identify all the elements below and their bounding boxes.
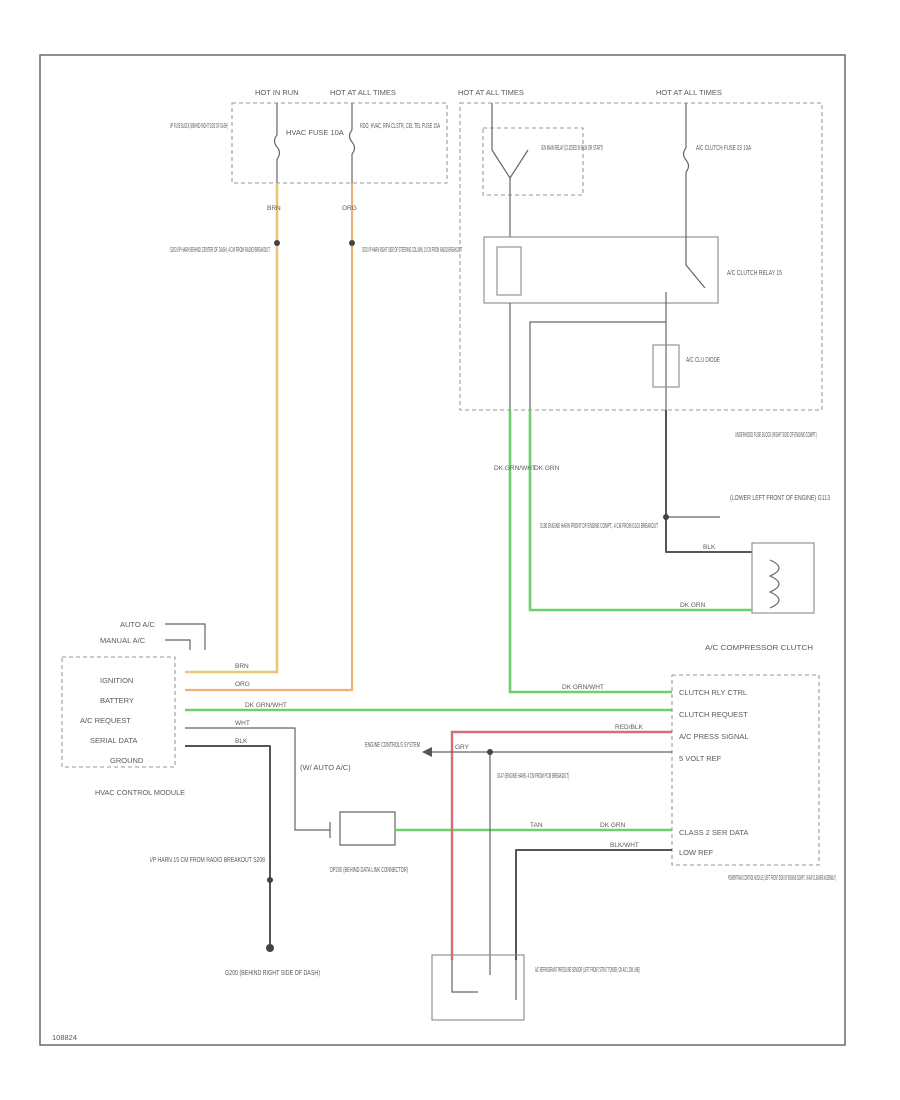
ac-relay-coil (496, 246, 522, 296)
hvac-pin-battery: BATTERY (100, 696, 134, 705)
wire-label-blk-wht: BLK/WHT (610, 842, 639, 849)
g200-ground (266, 944, 274, 952)
wire-brn-ignition (185, 183, 279, 674)
pcm-pin-low-ref: LOW REF (679, 848, 714, 857)
auto-ac-bracket (165, 623, 206, 650)
wire-label-dk-grn-wht-pcm: DK GRN/WHT (562, 684, 604, 691)
ip-fuse-block-outline (231, 102, 448, 184)
wire-wht-serial-data (185, 727, 330, 831)
s147-splice (487, 749, 493, 755)
compressor-clutch-coil (768, 559, 780, 609)
wire-label-dk-grn-wht-vert: DK GRN/WHT (494, 465, 536, 472)
auto-ac-label: AUTO A/C (120, 620, 155, 629)
compressor-clutch-label: A/C COMPRESSOR CLUTCH (705, 643, 813, 652)
pressure-sensor-symbol (451, 960, 517, 1000)
pcm-pin-class2-ser-data: CLASS 2 SER DATA (679, 828, 748, 837)
pcm-pin-clutch-request: CLUTCH REQUEST (679, 710, 748, 719)
s208-splice (267, 877, 273, 883)
wire-dk-grn-clutch-feed (528, 410, 752, 612)
wire-label-wht: WHT (235, 720, 250, 727)
s100-label: S100 ENGINE HARN FRONT OF ENGINE COMPT.,… (540, 521, 658, 530)
diode-loop (529, 321, 666, 410)
radio-fuse-label: RDO, HVAC, RFA CLSTR, CEL TEL FUSE 15A (360, 121, 440, 130)
hot-at-all-times-label-2: HOT AT ALL TIMES (458, 88, 524, 97)
wire-label-gry: GRY (455, 744, 470, 751)
wire-label-brn-top: BRN (267, 205, 281, 212)
hvac-module-label: HVAC CONTROL MODULE (95, 788, 185, 797)
s202-label: S202 I/P HARN RIGHT SIDE OF STEERING COL… (362, 245, 462, 254)
manual-ac-bracket (165, 639, 191, 650)
radio-fuse-symbol (348, 129, 356, 155)
engine-controls-label: ENGINE CONTROLS SYSTEM (365, 740, 420, 749)
ip-fuse-block-label: I/P FUSE BLOCK (BEHIND RIGHT SIDE OF DAS… (170, 121, 228, 130)
wire-blk-hvac-ground (185, 745, 271, 948)
wire-blk-wht-low-ref (515, 849, 672, 960)
wire-label-dk-grn-class2: DK GRN (600, 822, 626, 829)
footer-code: 108824 (52, 1033, 77, 1042)
s203-label: S203 I/P HARN BEHIND CENTER OF DASH, 4 C… (170, 245, 270, 254)
wire-label-red-blk: RED/BLK (615, 724, 643, 731)
ign-relay-switch (491, 149, 529, 179)
hvac-fuse-symbol (273, 134, 281, 160)
hvac-module-outline (61, 656, 176, 768)
g113-label: (LOWER LEFT FRONT OF ENGINE) G113 (730, 493, 830, 502)
pressure-sensor-box (431, 954, 525, 1021)
s202-splice (349, 240, 355, 246)
auto-ac-note: (W/ AUTO A/C) (300, 763, 351, 772)
wire-dk-grn-wht-relay-ctrl (508, 410, 672, 694)
ac-relay-switch (685, 237, 706, 289)
wire-red-blk-press-signal (450, 730, 672, 960)
compressor-clutch-box (751, 542, 815, 614)
ac-clutch-relay-label: A/C CLUTCH RELAY 15 (727, 268, 782, 277)
dlc-label: DP200 (BEHIND DATA LINK CONNECTOR) (330, 865, 408, 874)
ac-clutch-fuse-symbol (682, 147, 690, 173)
s147-label: S147 (ENGINE HARN, 4 CM FROM PCM BREAKOU… (497, 771, 569, 780)
wire-label-dk-grn-wht-hvac: DK GRN/WHT (245, 702, 287, 709)
wire-blk-ground-g113 (665, 410, 752, 553)
underhood-fuse-block-outline (459, 102, 823, 411)
wire-label-tan: TAN (530, 822, 543, 829)
hvac-pin-ignition: IGNITION (100, 676, 133, 685)
hvac-fuse-label: HVAC FUSE 10A (286, 128, 344, 137)
pcm-pin-5-volt-ref: 5 VOLT REF (679, 754, 722, 763)
ac-clu-diode-symbol (652, 344, 680, 388)
wire-label-dk-grn-vert: DK GRN (534, 465, 560, 472)
hvac-pin-ground: GROUND (110, 756, 144, 765)
wire-label-dk-grn-clutch: DK GRN (680, 602, 706, 609)
s203-splice (274, 240, 280, 246)
pressure-sensor-label: A/C REFRIGERANT PRESSURE SENSOR (LEFT FR… (535, 965, 640, 974)
wire-label-blk-hvac: BLK (235, 738, 248, 745)
wire-org-battery (185, 183, 354, 692)
pcm-pin-ac-press-signal: A/C PRESS SIGNAL (679, 732, 749, 741)
ign-relay-outline (482, 127, 584, 196)
hot-in-run-label: HOT IN RUN (255, 88, 299, 97)
s208-label: I/P HARN 15 CM FROM RADIO BREAKOUT S208 (150, 855, 265, 864)
g113-splice (663, 514, 669, 520)
g200-label: G200 (BEHIND RIGHT SIDE OF DASH) (225, 968, 320, 977)
hvac-pin-serial-data: SERIAL DATA (90, 736, 137, 745)
wire-label-blk-g113: BLK (703, 544, 716, 551)
ac-clu-diode-label: A/C CLU DIODE (686, 355, 720, 364)
ac-clutch-relay-outline (483, 236, 719, 304)
underhood-fuse-block-label: UNDERHOOD FUSE BLOCK (RIGHT SIDE OF ENGI… (735, 430, 817, 439)
wire-label-org: ORG (235, 681, 250, 688)
wire-label-brn: BRN (235, 663, 249, 670)
manual-ac-label: MANUAL A/C (100, 636, 146, 645)
pcm-pin-clutch-rly-ctrl: CLUTCH RLY CTRL (679, 688, 747, 697)
dlc-symbol (329, 811, 396, 846)
hot-at-all-times-label-1: HOT AT ALL TIMES (330, 88, 396, 97)
engine-controls-arrow (422, 747, 432, 757)
ign-relay-label: IGN MAIN RELAY (CLOSED IN RUN OR START) (541, 143, 603, 152)
hot-at-all-times-label-3: HOT AT ALL TIMES (656, 88, 722, 97)
pcm-label: POWERTRAIN CONTROL MODULE (LEFT FRONT SI… (728, 873, 836, 882)
ac-clutch-fuse-label: A/C CLUTCH FUSE 23 10A (696, 143, 751, 152)
pcm-outline (671, 674, 820, 866)
wire-gry-5v-ref (489, 751, 672, 960)
diagram-frame (39, 54, 846, 1046)
hvac-pin-ac-request: A/C REQUEST (80, 716, 131, 725)
wire-label-org-top: ORG (342, 205, 357, 212)
